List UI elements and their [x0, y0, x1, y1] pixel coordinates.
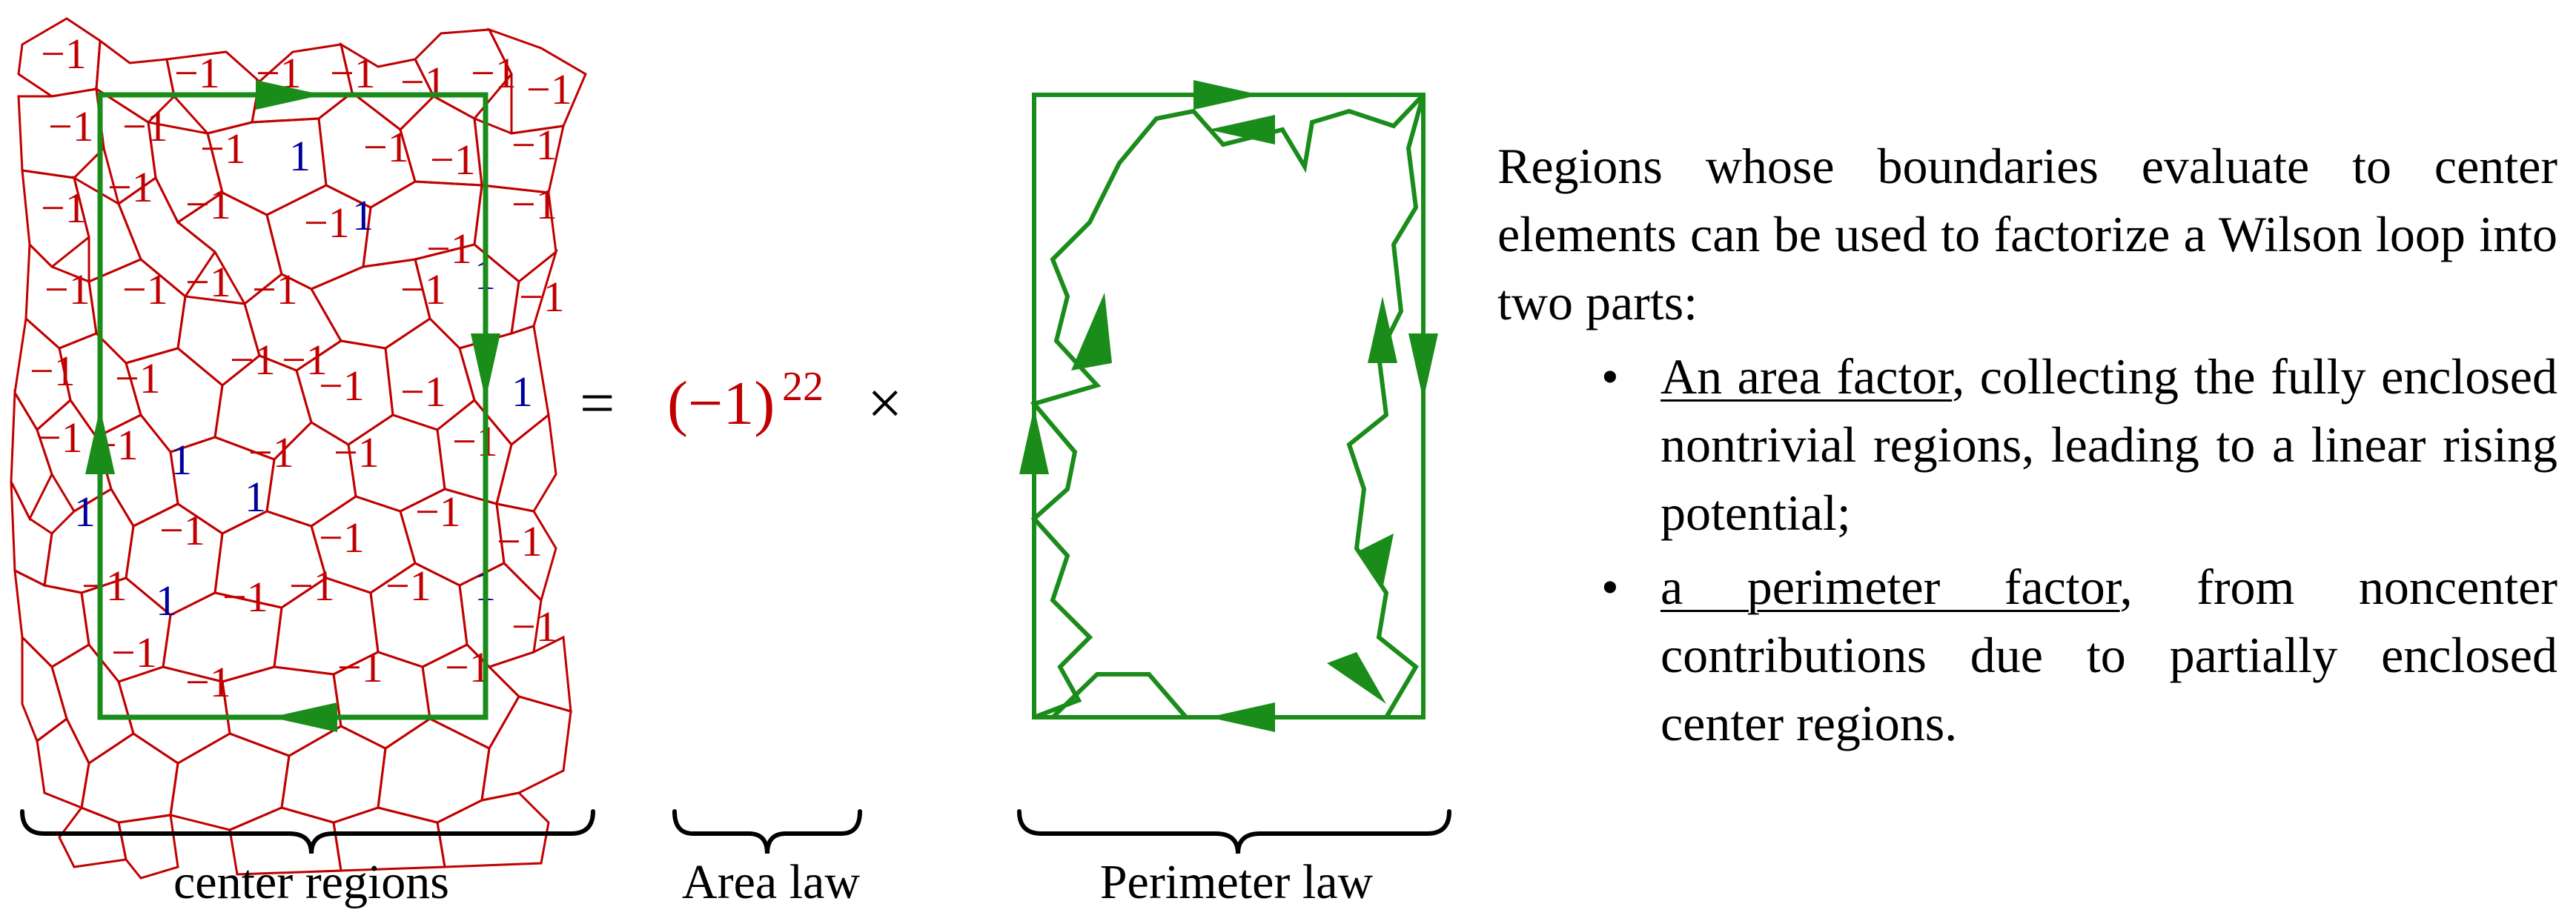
arrow-right-icon: [1193, 80, 1260, 110]
region-label: −1: [400, 368, 446, 416]
region-label: −1: [185, 258, 231, 306]
term-area-factor: An area factor: [1661, 348, 1953, 405]
explanation-text: Regions whose boundaries evaluate to cen…: [1497, 132, 2557, 757]
list-item-perimeter-factor: • a perimeter factor, from noncenter cont…: [1497, 553, 2557, 757]
times-sign: ×: [867, 369, 902, 438]
region-label: −1: [363, 123, 409, 171]
arrow-left-icon: [271, 702, 337, 732]
bullet-icon: •: [1601, 559, 1619, 615]
region-label: −1: [41, 30, 87, 78]
explanation-list: • An area factor, collecting the fully en…: [1497, 342, 2557, 757]
label-area-law: Area law: [682, 855, 860, 909]
region-label: −1: [452, 417, 498, 465]
region-label: −1: [400, 265, 446, 313]
region-label: −1: [115, 354, 161, 402]
arrow-down-icon: [1408, 333, 1438, 400]
region-label: −1: [122, 265, 168, 313]
region-label: −1: [304, 199, 350, 247]
region-label: −1: [519, 273, 565, 321]
arrow-up-icon: [1019, 408, 1049, 474]
region-label: −1: [159, 506, 205, 554]
arrow-right-icon: [256, 80, 322, 110]
region-label: −1: [471, 49, 517, 97]
equals-sign: =: [580, 369, 615, 438]
label-center-regions: center regions: [173, 855, 449, 909]
region-label: 1: [352, 191, 374, 239]
region-label: −1: [185, 180, 231, 228]
area-factor-exponent: 22: [782, 364, 824, 410]
region-label: −1: [107, 163, 153, 211]
region-label: −1: [511, 180, 557, 228]
wilson-loop-arrows-rhs: [1019, 80, 1438, 732]
region-label: 1: [74, 488, 96, 536]
brace-perimeter-law: [1017, 809, 1451, 854]
region-label: −1: [334, 428, 380, 476]
arrow-down-icon: [471, 333, 500, 400]
list-item-area-factor: • An area factor, collecting the fully en…: [1497, 342, 2557, 547]
region-label: −1: [230, 336, 276, 384]
region-label: −1: [330, 49, 376, 97]
region-label: −1: [185, 658, 231, 706]
region-label: 1: [156, 576, 177, 625]
region-label: −1: [248, 428, 294, 476]
arrow-left-icon: [1208, 115, 1275, 144]
region-label: −1: [426, 225, 472, 273]
region-label: −1: [174, 49, 220, 97]
brace-center-regions: [20, 809, 595, 854]
region-label: −1: [82, 562, 128, 610]
term-perimeter-factor: a perimeter factor: [1661, 559, 2120, 615]
brace-area-law: [672, 809, 862, 854]
wilson-loop-rhs: [1030, 93, 1426, 719]
region-label: −1: [319, 513, 365, 562]
region-label: −1: [222, 573, 268, 621]
region-label: −1: [111, 628, 157, 677]
bullet-icon: •: [1601, 348, 1619, 405]
region-label: −1: [511, 121, 557, 169]
region-label: −1: [122, 102, 168, 150]
region-label: 1: [245, 473, 266, 521]
region-label: −1: [400, 58, 446, 106]
region-label: −1: [337, 643, 383, 691]
region-label: −1: [48, 102, 94, 150]
arrow-down-icon: [1357, 534, 1394, 589]
region-label: −1: [44, 265, 90, 313]
region-label: −1: [319, 362, 365, 410]
area-factor-description: , collecting the fully enclosed nontrivi…: [1661, 348, 2557, 541]
perimeter-factor-description: , from noncenter contributions due to pa…: [1661, 559, 2557, 751]
region-label: −1: [252, 265, 298, 313]
region-label: −1: [289, 562, 335, 610]
region-label: −1: [385, 562, 431, 610]
explanation-intro: Regions whose boundaries evaluate to cen…: [1497, 138, 2557, 330]
arrow-up-icon: [85, 408, 115, 474]
region-label: −1: [497, 517, 543, 565]
region-label: −1: [37, 413, 83, 462]
region-label: −1: [282, 336, 328, 384]
region-label: −1: [415, 488, 461, 536]
area-factor-base: (−1): [667, 369, 775, 438]
arrow-up-icon: [1368, 296, 1397, 363]
label-perimeter-law: Perimeter law: [1100, 855, 1374, 909]
region-label: 1: [170, 436, 192, 484]
arrow-down-icon: [1327, 652, 1386, 704]
braces: [20, 809, 1451, 854]
region-label: −1: [200, 124, 246, 173]
region-label: −1: [41, 184, 87, 232]
region-label: −1: [430, 136, 476, 184]
region-label: 1: [289, 132, 311, 180]
arrow-up-icon: [1071, 293, 1112, 370]
region-label: 1: [511, 368, 533, 416]
region-label: −1: [445, 643, 491, 691]
region-label: −1: [526, 65, 572, 113]
wilson-loop-arrows-lhs: [85, 80, 500, 732]
region-label: −1: [511, 602, 557, 651]
arrow-left-icon: [1208, 702, 1275, 732]
region-label: −1: [30, 347, 76, 395]
